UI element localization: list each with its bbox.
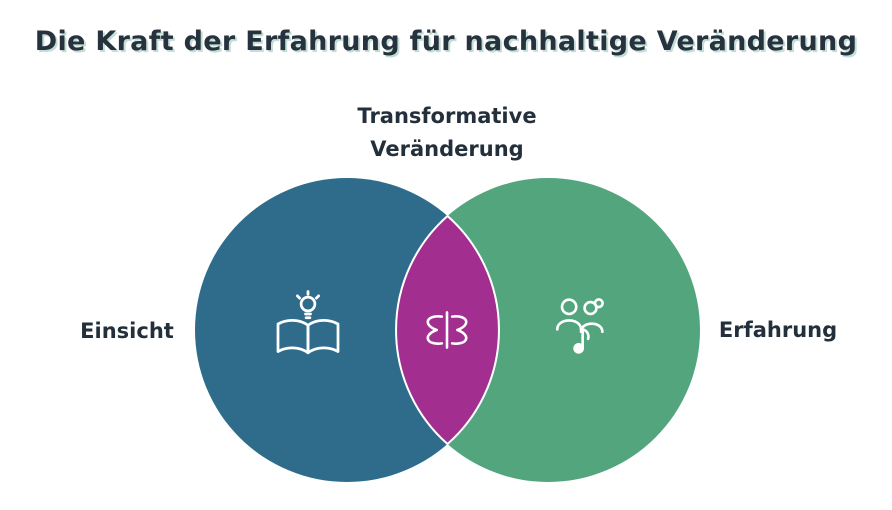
page-title: Die Kraft der Erfahrung für nachhaltige … (34, 26, 858, 57)
people-music-icon (543, 289, 619, 365)
butterfly-icon (414, 297, 480, 363)
overlap-label-line2: Veränderung (370, 136, 524, 161)
right-circle-label: Erfahrung (718, 318, 838, 342)
left-circle-label: Einsicht (80, 319, 174, 343)
overlap-label: Transformative Veränderung (357, 100, 536, 165)
overlap-label-line1: Transformative (357, 104, 537, 128)
book-lightbulb-icon (268, 289, 348, 369)
